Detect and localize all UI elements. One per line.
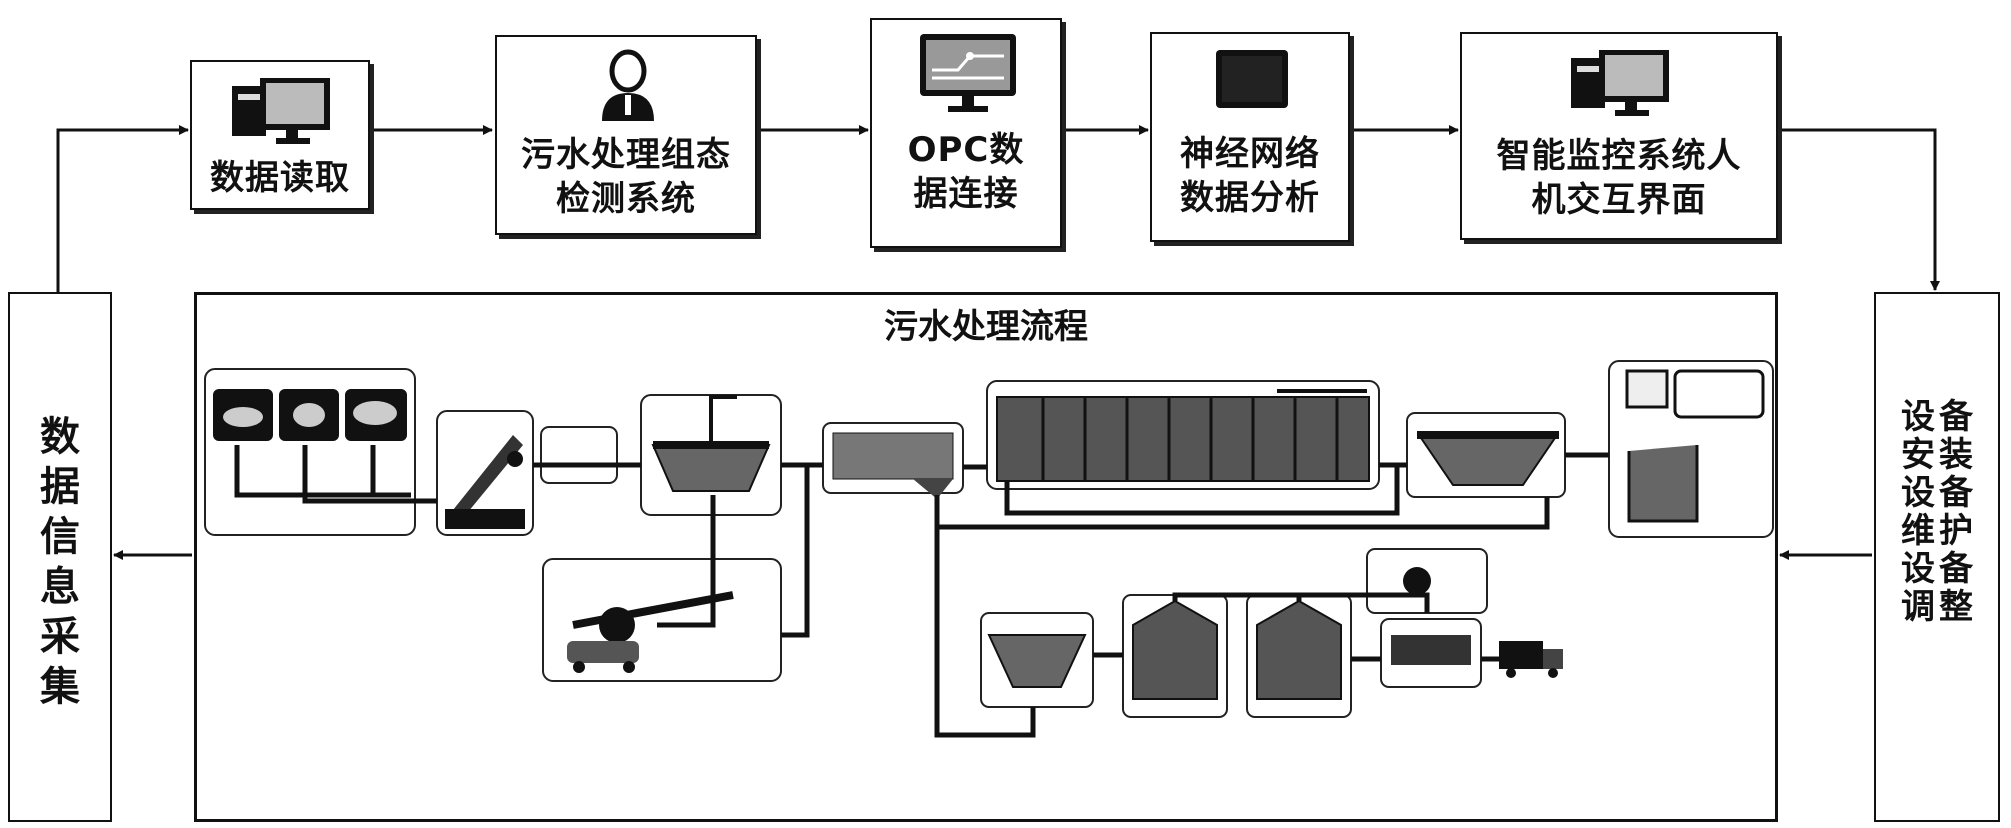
- process-title: 污水处理流程: [884, 307, 1088, 347]
- monitor-icon: [1216, 50, 1288, 108]
- device-maintenance-panel[interactable]: 设备 安装 设备 维护 设备 调整: [1874, 292, 2000, 822]
- nn-box[interactable]: 神经网络数据分析: [1150, 32, 1350, 242]
- data-read-label: 数据读取: [210, 158, 350, 198]
- scada-box[interactable]: 污水处理组态检测系统: [495, 35, 757, 235]
- computer-icon: [232, 78, 330, 144]
- computer-icon: [1571, 50, 1669, 116]
- data-collection-panel[interactable]: 数 据 信 息 采 集: [8, 292, 112, 822]
- opc-label: OPC数据连接: [907, 130, 1025, 214]
- data-read-box[interactable]: 数据读取: [190, 60, 370, 210]
- data-collection-label: 数 据 信 息 采 集: [40, 414, 80, 710]
- opc-box[interactable]: OPC数据连接: [870, 18, 1062, 248]
- process-schematic: [204, 360, 1774, 738]
- network-monitor-icon: [920, 34, 1016, 112]
- process-panel: 污水处理流程: [194, 292, 1778, 822]
- operator-icon: [602, 49, 654, 121]
- grit-unit: [540, 426, 618, 484]
- hmi-label: 智能监控系统人机交互界面: [1496, 136, 1742, 220]
- nn-label: 神经网络数据分析: [1180, 134, 1320, 218]
- device-maintenance-label: 设备 安装 设备 维护 设备 调整: [1901, 397, 1973, 627]
- arrow-hmi-to-device: [1780, 128, 1940, 291]
- hmi-box[interactable]: 智能监控系统人机交互界面: [1460, 32, 1778, 240]
- scada-label: 污水处理组态检测系统: [521, 135, 731, 219]
- arrow-collect-to-read: [56, 125, 189, 292]
